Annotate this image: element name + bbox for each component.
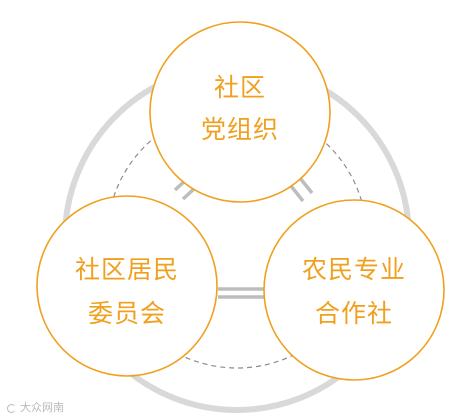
node-committee-label-line1: 社区居民 (75, 255, 179, 284)
connector-committee-coop (218, 287, 266, 299)
node-coop-circle (263, 199, 445, 381)
node-coop-label-line2: 合作社 (315, 299, 393, 328)
watermark-logo-icon (6, 402, 17, 413)
node-party-label-line1: 社区 (214, 73, 266, 102)
node-committee-label-line2: 委员会 (88, 299, 166, 328)
node-coop-label-line1: 农民专业 (302, 255, 406, 284)
node-committee-circle (36, 195, 218, 377)
watermark: 大众网南 (6, 399, 64, 415)
node-party-circle (149, 21, 331, 203)
node-party-label-line2: 党组织 (201, 115, 279, 144)
watermark-text: 大众网南 (20, 401, 64, 414)
